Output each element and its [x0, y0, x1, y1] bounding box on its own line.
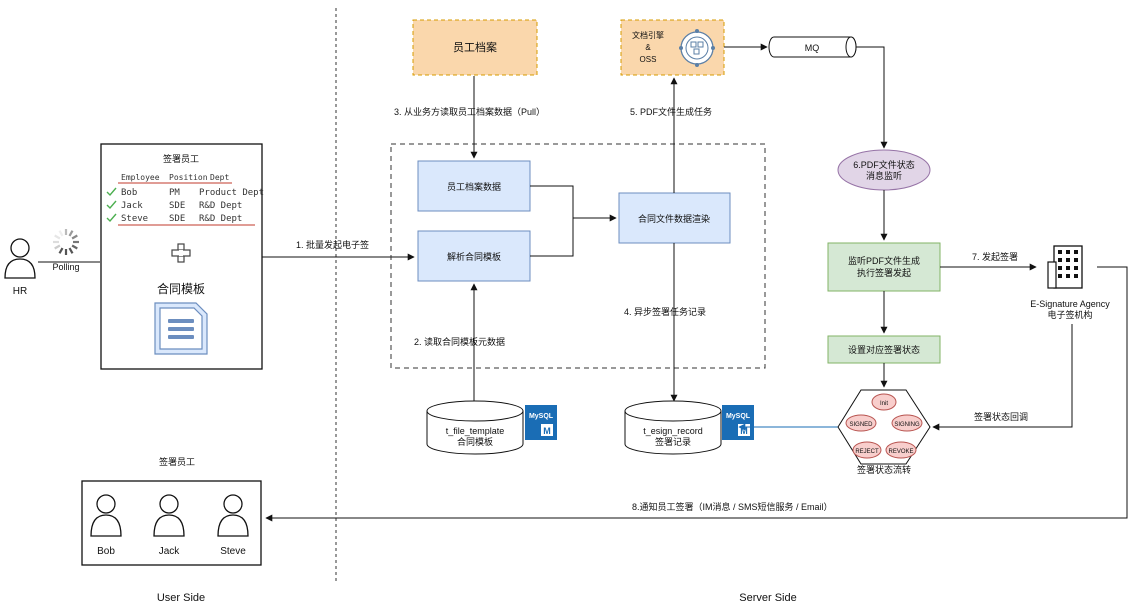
step1-label: 1. 批量发起电子签 [296, 239, 369, 250]
arrow-status-callback [932, 324, 1073, 431]
connector-template [530, 218, 574, 257]
employee-archive-label: 员工档案 [453, 40, 497, 54]
person-icon [153, 494, 185, 537]
mysql-label: MySQL [529, 413, 554, 420]
document-icon [154, 302, 208, 355]
row-position: SDE [169, 201, 185, 211]
state-reject-label: REJECT [855, 449, 879, 455]
step8-label: 8.通知员工签署（IM消息 / SMS短信服务 / Email） [632, 501, 833, 512]
pdf-listener-line1: 6.PDF文件状态 [853, 159, 915, 170]
form-title: 签署员工 [163, 153, 199, 164]
polling-label: Polling [52, 262, 79, 272]
pdf-listener-ellipse [837, 149, 931, 191]
row-position: SDE [169, 214, 185, 224]
oss-icon [679, 29, 715, 67]
step3-label: 3. 从业务方读取员工档案数据（Pull） [394, 106, 545, 117]
col-position: Position [169, 173, 208, 182]
parse-template-label: 解析合同模板 [447, 251, 501, 262]
record-db-line1: t_esign_record [643, 426, 703, 436]
mysql-label: MySQL [726, 413, 751, 420]
record-db-line2: 签署记录 [655, 436, 691, 447]
step4-label: 4. 异步签署任务记录 [624, 306, 706, 317]
row-name: Steve [121, 214, 148, 224]
person-name: Bob [97, 546, 115, 557]
parse-template-box [417, 230, 531, 282]
mysql-icon: MySQL M [525, 405, 557, 440]
person-name: Steve [220, 546, 246, 557]
employee-data-box [417, 160, 531, 212]
hr-actor [4, 238, 36, 279]
doc-engine-line1: 文档引擎 [632, 30, 664, 40]
table-row: Bob PM Product Dept [106, 187, 264, 198]
col-employee: Employee [121, 173, 160, 182]
check-icon [106, 200, 117, 210]
mq-cylinder [768, 36, 857, 58]
step2-label: 2. 读取合同模板元数据 [414, 336, 505, 347]
server-side-label: Server Side [739, 592, 796, 604]
check-icon [106, 187, 117, 197]
step7-label: 7. 发起签署 [972, 251, 1018, 262]
doc-engine-line3: OSS [640, 55, 657, 64]
state-reject [852, 441, 882, 459]
doc-engine-line2: & [645, 43, 651, 52]
set-status-box [827, 335, 941, 364]
state-revoke-label: REVOKE [888, 449, 913, 455]
step5-label: 5. PDF文件生成任务 [630, 106, 712, 117]
state-init [871, 393, 897, 411]
state-caption: 签署状态流转 [857, 464, 911, 475]
connector-archive [530, 185, 574, 218]
check-icon [106, 213, 117, 223]
listen-pdf-line2: 执行签署发起 [857, 267, 911, 278]
arrow-notify-employees [265, 266, 1128, 522]
listen-pdf-box [827, 242, 941, 292]
state-signing [891, 414, 923, 432]
listen-pdf-line1: 监听PDF文件生成 [848, 255, 920, 266]
state-signed-label: SIGNED [849, 422, 873, 428]
row-dept: R&D Dept [199, 214, 242, 224]
plus-icon [171, 243, 191, 263]
mysql-m: M [543, 426, 551, 436]
callback-label: 签署状态回调 [974, 411, 1028, 422]
row-dept: Product Dept [199, 188, 264, 198]
pdf-listener-line2: 消息监听 [866, 170, 902, 181]
state-revoke [885, 441, 917, 459]
employees-panel-title: 签署员工 [159, 456, 195, 467]
render-contract-label: 合同文件数据渲染 [638, 213, 710, 224]
agency-line2: 电子签机构 [1047, 309, 1092, 320]
hr-label: HR [13, 286, 27, 297]
mysql-m: M [740, 426, 748, 436]
agency-line1: E-Signature Agency [1030, 299, 1110, 309]
polling-spinner-icon [53, 229, 79, 255]
arrow-mq-to-listener [856, 46, 888, 149]
employee-data-label: 员工档案数据 [447, 181, 501, 192]
render-contract-box [618, 192, 731, 244]
table-row: Jack SDE R&D Dept [106, 200, 242, 211]
user-side-label: User Side [157, 592, 205, 604]
col-dept: Dept [210, 173, 229, 182]
row-position: PM [169, 188, 180, 198]
template-db-cylinder [426, 400, 524, 455]
table-row: Steve SDE R&D Dept [106, 213, 242, 224]
record-db-cylinder [624, 400, 722, 455]
template-db-line1: t_file_template [446, 426, 505, 436]
person-icon [90, 494, 122, 537]
building-icon [1047, 245, 1083, 289]
template-label: 合同模板 [157, 281, 205, 296]
set-status-label: 设置对应签署状态 [848, 344, 920, 355]
row-name: Jack [121, 201, 143, 211]
row-name: Bob [121, 188, 137, 198]
mysql-icon: MySQL M [722, 405, 754, 440]
person-icon [217, 494, 249, 537]
person-name: Jack [159, 546, 181, 557]
employee-archive-box [412, 19, 538, 76]
state-init-label: Init [880, 401, 888, 407]
server-group [390, 143, 766, 369]
state-signing-label: SIGNING [894, 422, 920, 428]
mq-label: MQ [805, 43, 820, 53]
state-signed [845, 414, 877, 432]
template-db-line2: 合同模板 [457, 436, 493, 447]
row-dept: R&D Dept [199, 201, 242, 211]
